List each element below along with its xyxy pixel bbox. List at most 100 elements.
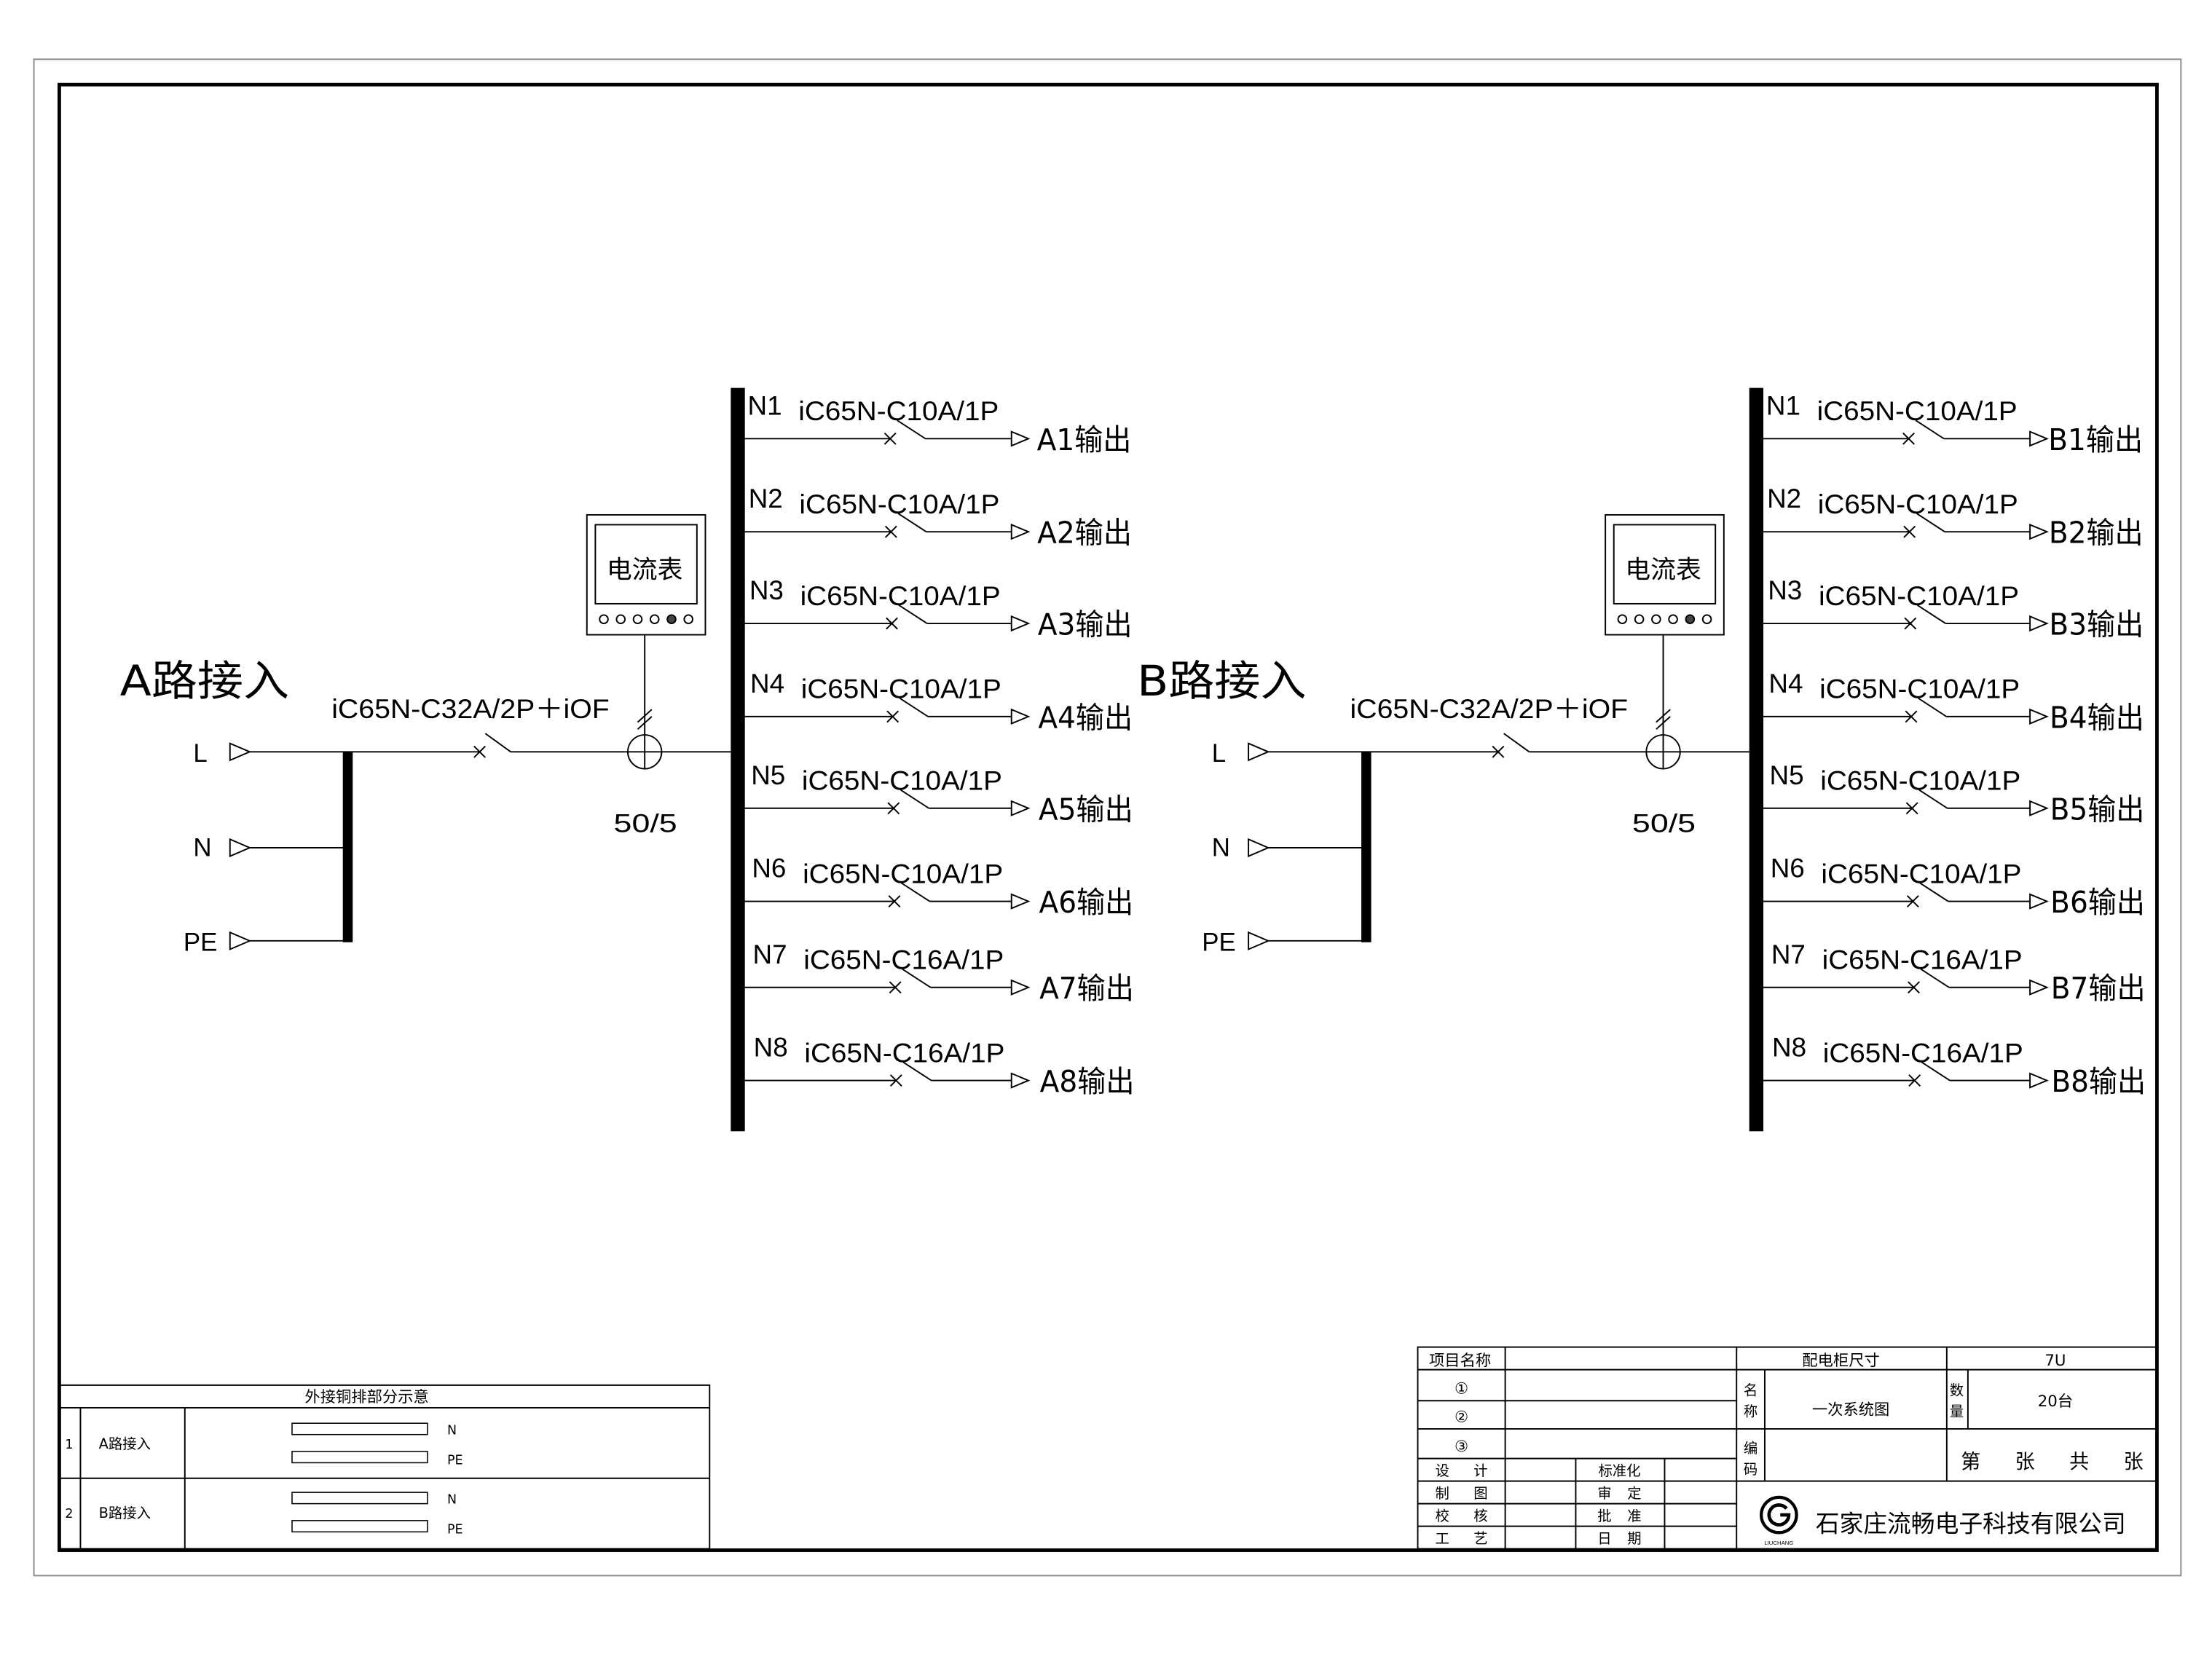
project-row-marker: ③ — [1455, 1438, 1468, 1456]
drawing-frame — [57, 82, 2159, 1552]
output-arrow-icon — [1010, 708, 1031, 725]
role-label-design: 设 计 — [1436, 1462, 1488, 1479]
ammeter-display — [594, 524, 698, 604]
branch-breaker-blade — [1918, 697, 1947, 717]
input-label-pe: PE — [1202, 928, 1236, 956]
branch-breaker-blade — [897, 420, 926, 440]
sheet-number-label: 第 张 共 张 — [1961, 1451, 2143, 1473]
branch-output-label: A2输出 — [1037, 516, 1132, 551]
input-arrow-icon — [1248, 742, 1270, 762]
incoming-circuit-a: A路接入 iC65N-C32A/2P＋iOF L N PE 电流表 — [120, 387, 1134, 1132]
drawing-name: 一次系统图 — [1812, 1401, 1890, 1419]
branch-breaker-trip-mark — [1905, 710, 1918, 723]
branch-breaker-blade — [1915, 420, 1945, 440]
row-number: 2 — [65, 1507, 73, 1521]
branch-breaker-trip-mark — [1903, 525, 1916, 538]
branch-output-label: A3输出 — [1038, 607, 1133, 642]
branch-tap-label: N1 — [748, 390, 782, 420]
ammeter-key-icon — [1617, 614, 1628, 625]
main-breaker-label: iC65N-C32A/2P＋iOF — [331, 694, 610, 724]
project-row-marker: ① — [1455, 1380, 1468, 1398]
incoming-title: B路接入 — [1137, 656, 1306, 706]
output-arrow-icon — [2029, 893, 2049, 910]
company-name: 石家庄流畅电子科技有限公司 — [1816, 1509, 2126, 1537]
main-busbar — [731, 387, 745, 1132]
branch-output-label: B7输出 — [2051, 971, 2146, 1006]
branch-breaker-trip-mark — [1905, 802, 1918, 815]
cabinet-size-value: 7U — [2044, 1352, 2066, 1370]
branch-tap-label: N5 — [1770, 760, 1804, 790]
cabinet-size-label: 配电柜尺寸 — [1802, 1352, 1880, 1370]
branch-tap-label: N1 — [1766, 390, 1800, 420]
branch-breaker-trip-mark — [1902, 432, 1915, 445]
branch-output-label: A7输出 — [1039, 971, 1134, 1006]
output-arrow-icon — [2029, 615, 2049, 632]
branch-output-label: B3输出 — [2049, 607, 2144, 642]
project-row-marker: ② — [1455, 1408, 1468, 1426]
main-busbar — [1749, 387, 1764, 1132]
ammeter-key-icon — [1634, 614, 1645, 625]
main-breaker-trip-mark — [473, 745, 486, 758]
title-block-frame — [1417, 1346, 2158, 1550]
ammeter-key-icon — [1651, 614, 1661, 625]
input-arrow-icon — [229, 931, 252, 950]
input-busbar — [342, 752, 353, 942]
branch-output-label: B2输出 — [2049, 516, 2144, 551]
ct-wire-slash-mark — [637, 709, 653, 730]
logo-ring-icon — [1760, 1495, 1798, 1535]
branch-breaker-trip-mark — [889, 1074, 902, 1087]
busbar-strip-icon — [291, 1422, 428, 1435]
ammeter-key-icon — [649, 614, 660, 625]
busbar-strip-icon — [291, 1492, 428, 1505]
busbar-label: PE — [447, 1522, 463, 1537]
input-label-n: N — [1212, 834, 1230, 862]
main-breaker-trip-mark — [1492, 745, 1505, 758]
branch-breaker-blade — [1918, 789, 1948, 809]
incoming-circuit-b: B路接入 iC65N-C32A/2P＋iOF L N PE 电流表 — [1137, 387, 2146, 1132]
branch-output-label: A6输出 — [1039, 885, 1134, 920]
current-transformer-icon — [1645, 734, 1681, 770]
branch-breaker-trip-mark — [883, 432, 897, 445]
output-arrow-icon — [2029, 430, 2049, 447]
branch-tap-label: N8 — [1772, 1033, 1806, 1063]
input-label-l: L — [193, 739, 207, 768]
branch-tap-label: N3 — [1768, 575, 1802, 605]
branch-breaker-trip-mark — [889, 981, 902, 994]
quantity-value: 20台 — [2038, 1393, 2073, 1411]
busbar-label: N — [447, 1424, 457, 1438]
row-name: B路接入 — [99, 1505, 151, 1521]
main-breaker-blade — [484, 733, 511, 753]
branch-breaker-blade — [898, 604, 928, 624]
branch-breaker-blade — [897, 513, 927, 532]
branch-breaker-blade — [1920, 968, 1950, 988]
approval-label-standardization: 标准化 — [1598, 1462, 1640, 1479]
ammeter-key-icon — [1685, 614, 1696, 625]
ammeter: 电流表 — [586, 513, 706, 636]
ammeter-housing — [1605, 513, 1725, 636]
branch-breaker-trip-mark — [886, 617, 898, 630]
output-arrow-icon — [2029, 800, 2049, 816]
main-breaker-blade — [1503, 733, 1530, 753]
branch-tap-label: N7 — [753, 940, 787, 969]
name-label: 称 — [1744, 1403, 1758, 1420]
input-busbar — [1361, 752, 1371, 942]
ammeter-label: 电流表 — [607, 556, 683, 585]
branch-output-label: B1输出 — [2048, 422, 2143, 457]
branch-breaker-trip-mark — [1906, 895, 1919, 908]
output-arrow-icon — [1010, 800, 1031, 816]
quantity-label: 数 — [1950, 1382, 1964, 1398]
name-label: 名 — [1744, 1382, 1758, 1398]
logo-wordmark: LIUCHANG — [1764, 1540, 1793, 1546]
input-arrow-icon — [229, 742, 252, 762]
ammeter-key-icon — [599, 614, 609, 625]
